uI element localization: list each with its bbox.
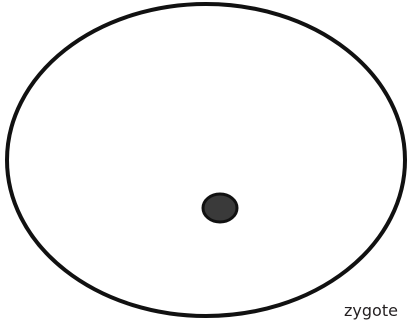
zygote-cell-membrane: [7, 4, 405, 316]
zygote-nucleus: [203, 194, 237, 222]
zygote-label: zygote: [344, 301, 398, 321]
